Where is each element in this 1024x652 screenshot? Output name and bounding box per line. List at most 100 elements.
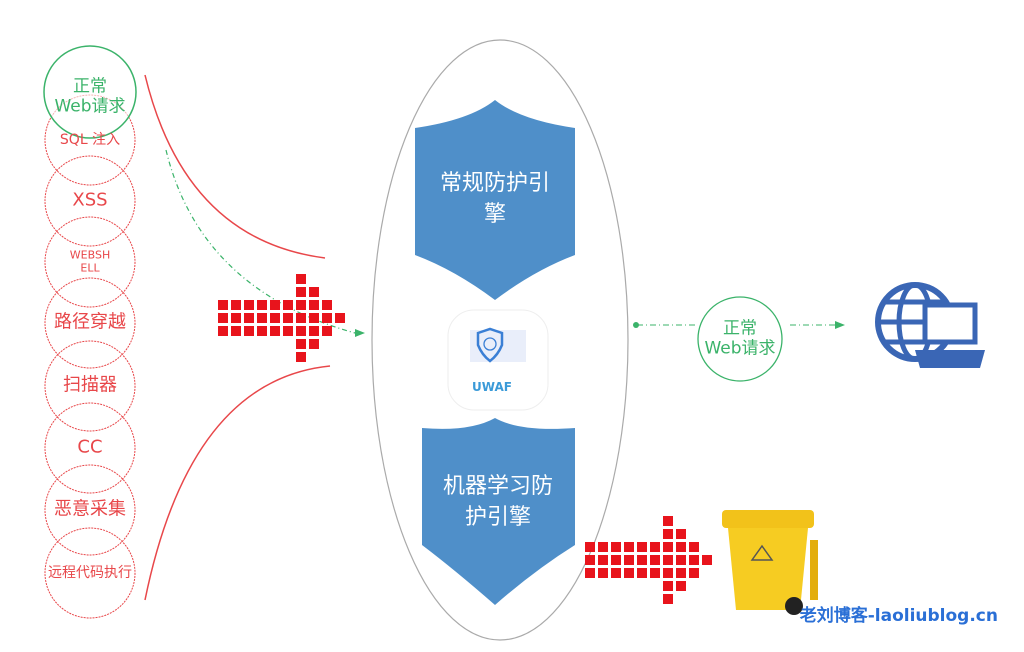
attack-label: XSS [72, 189, 108, 211]
watermark: 老刘博客-laoliublog.cn [799, 606, 998, 626]
funnel-arc-bottom [144, 365, 331, 601]
pixel-square [335, 313, 345, 323]
pixel-square [244, 313, 254, 323]
pixel-square [611, 568, 621, 578]
pixel-square [663, 568, 673, 578]
attack-circle [44, 464, 136, 556]
pixel-square [676, 529, 686, 539]
shield-globe-icon [476, 327, 504, 363]
pixel-square [270, 313, 280, 323]
pixel-square [676, 542, 686, 552]
pixel-square [637, 555, 647, 565]
pixel-square [231, 313, 241, 323]
pixel-square [257, 300, 267, 310]
pixel-square [244, 326, 254, 336]
attack-label: WEBSH ELL [69, 248, 111, 274]
pixel-square [270, 300, 280, 310]
pixel-square [322, 326, 332, 336]
pixel-square [309, 313, 319, 323]
attack-label: 远程代码执行 [48, 564, 132, 581]
normal-request-label: 正常 Web请求 [54, 77, 125, 116]
pixel-square [218, 300, 228, 310]
engine-bottom-label: 机器学习防 护引擎 [442, 474, 554, 530]
pixel-square [585, 555, 595, 565]
pixel-square [257, 326, 267, 336]
pixel-square [637, 542, 647, 552]
attack-circles [44, 94, 136, 619]
attack-circle [44, 277, 136, 369]
engine-top-label: 常规防护引 擎 [439, 171, 551, 227]
pixel-square [663, 529, 673, 539]
pixel-square [296, 326, 306, 336]
pixel-square [624, 555, 634, 565]
engine-shield-bottom [422, 418, 575, 605]
pixel-square [309, 339, 319, 349]
pixel-square [218, 326, 228, 336]
pixel-square [624, 568, 634, 578]
attack-label: SQL 注入 [59, 131, 121, 148]
pixel-square [270, 326, 280, 336]
pixel-square [650, 555, 660, 565]
pixel-square [689, 568, 699, 578]
pixel-square [231, 300, 241, 310]
pixel-square [663, 516, 673, 526]
pixel-square [322, 313, 332, 323]
attack-label: 恶意采集 [54, 498, 126, 520]
pixel-square [598, 555, 608, 565]
attack-label: 扫描器 [63, 374, 117, 396]
waf-ellipse [371, 39, 629, 641]
pixel-square [257, 313, 267, 323]
normal-request-circle [43, 45, 137, 139]
pixel-square [624, 542, 634, 552]
pixel-square [283, 326, 293, 336]
attack-circle [44, 402, 136, 494]
engine-shield-top [415, 100, 575, 300]
trash-can-icon [722, 510, 818, 615]
pixel-square [296, 352, 306, 362]
pixel-square [244, 300, 254, 310]
pixel-square [650, 568, 660, 578]
funnel-arc-top [144, 74, 326, 259]
pixel-square [598, 568, 608, 578]
pixel-square [663, 581, 673, 591]
arrowhead-icon [355, 329, 365, 337]
attack-circle [44, 527, 136, 619]
pixel-square [676, 568, 686, 578]
normal-flow-line [165, 149, 356, 334]
pixel-square [231, 326, 241, 336]
pixel-square [689, 555, 699, 565]
attack-circle [44, 340, 136, 432]
pixel-square [322, 300, 332, 310]
pixel-square [663, 555, 673, 565]
pixel-arrow-in [218, 274, 345, 362]
pixel-arrow-out [585, 516, 712, 604]
pixel-square [676, 555, 686, 565]
pixel-square [689, 542, 699, 552]
pixel-square [702, 555, 712, 565]
globe-laptop-icon [875, 282, 985, 368]
output-normal-circle [697, 296, 783, 382]
pixel-square [309, 287, 319, 297]
pixel-square [637, 568, 647, 578]
pixel-square [309, 326, 319, 336]
pixel-square [218, 313, 228, 323]
pixel-square [283, 300, 293, 310]
pixel-square [296, 300, 306, 310]
pixel-square [598, 542, 608, 552]
pixel-square [296, 313, 306, 323]
pixel-square [663, 542, 673, 552]
pixel-square [663, 594, 673, 604]
attack-circle [44, 216, 136, 308]
pixel-square [585, 568, 595, 578]
pixel-square [611, 542, 621, 552]
normal-request-text: 正常 Web请求 [54, 76, 126, 116]
output-normal-label: 正常 Web请求 [704, 318, 776, 358]
pixel-square [296, 287, 306, 297]
pixel-square [283, 313, 293, 323]
pixel-square [585, 542, 595, 552]
attack-circle [44, 155, 136, 247]
pixel-square [676, 581, 686, 591]
pixel-square [296, 274, 306, 284]
attack-label: 路径穿越 [54, 311, 126, 333]
